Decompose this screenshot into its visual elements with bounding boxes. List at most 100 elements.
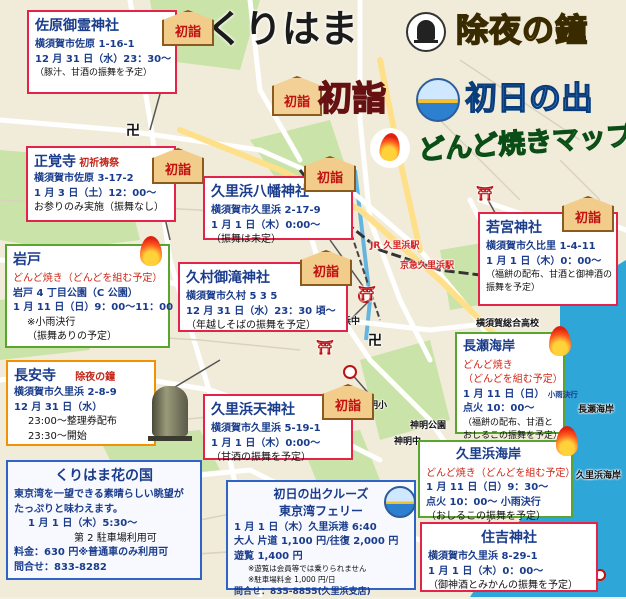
shogakuji-date: 1 月 3 日（土）12：00～ bbox=[34, 187, 157, 199]
shinmei-jhs-label: 神明中 bbox=[394, 437, 422, 447]
hananokuni-fee: 料金：630 円※普通車のみ利用可 bbox=[14, 547, 169, 559]
cruise-date: 1 月 1 日（木）久里浜港 6:40 bbox=[234, 521, 377, 533]
sawara-name: 佐原御霊神社 bbox=[35, 18, 119, 34]
shinmei-park-label: 神明公園 bbox=[410, 421, 447, 431]
kurihama-coast-card[interactable]: 久里浜海岸 どんど焼き（どんどを組む予定） 1 月 11 日（日）9：30～ 点… bbox=[418, 440, 576, 522]
bell-icon bbox=[406, 12, 446, 52]
hananokuni-date: 1 月 1 日（木）5:30～ bbox=[28, 518, 138, 530]
temple-icon: 卍 bbox=[368, 333, 382, 349]
shogakuji-card[interactable]: 正覚寺 初祈祷祭 横須賀市佐原 3-17-2 1 月 3 日（土）12：00～ … bbox=[26, 146, 176, 222]
choanji-date: 12 月 31 日（水） bbox=[14, 401, 103, 413]
iwato-date: 1 月 11 日（日）9：00～11：00 bbox=[13, 302, 174, 314]
jr-station-label: JR 久里浜駅 bbox=[370, 241, 420, 251]
iwato-name: 岩戸 bbox=[13, 252, 41, 268]
cruise-note1: ※遊覧は会員等では乗りられません bbox=[248, 564, 367, 574]
wakamiya-name: 若宮神社 bbox=[486, 220, 542, 236]
kurihama-coast-name: 久里浜海岸 bbox=[456, 447, 522, 462]
shrine-gate-icon: ⛩ bbox=[476, 186, 494, 202]
sunrise-cruise-card[interactable]: 初日の出クルーズ 東京湾フェリー 1 月 1 日（木）久里浜港 6:40 大人 … bbox=[226, 480, 416, 597]
wakamiya-shrine-card[interactable]: 若宮神社 横須賀市久比里 1-4-11 1 月 1 日（木）0：00～ （福餅の… bbox=[478, 212, 618, 306]
fire-icon bbox=[370, 128, 410, 168]
choanji-start: 23:30～開始 bbox=[28, 430, 87, 442]
nagase-rain: 小雨決行 bbox=[547, 389, 578, 399]
title-kurihama: くりはま bbox=[206, 7, 359, 51]
shogakuji-name: 正覚寺 bbox=[34, 154, 76, 170]
choanji-card[interactable]: 長安寺 除夜の鐘 横須賀市久里浜 2-8-9 12 月 31 日（水） 23:0… bbox=[6, 360, 156, 446]
sumiyoshi-address: 横須賀市久里浜 8-29-1 bbox=[428, 551, 538, 563]
cruise-tour: 遊覧 1,400 円 bbox=[234, 550, 303, 562]
wakamiya-note2: 振舞を予定） bbox=[486, 283, 541, 294]
tenjin-name: 久里浜天神社 bbox=[211, 402, 295, 418]
nagase-coast-card[interactable]: 長瀬海岸 どんど焼き （どんどを組む予定） 1 月 11 日（日） 小雨決行 点… bbox=[455, 332, 578, 441]
title-hatsumode: 初詣 bbox=[317, 79, 387, 119]
fire-icon bbox=[556, 426, 578, 456]
kurihama-coast-date: 1 月 11 日（日）9：30～ bbox=[426, 482, 549, 494]
shrine-gate-icon: ⛩ bbox=[358, 286, 376, 302]
nagase-note1: （福餅の配布、甘酒と bbox=[463, 417, 554, 428]
shogakuji-address: 横須賀市佐原 3-17-2 bbox=[34, 173, 134, 185]
hachiman-address: 横須賀市久里浜 2-17-9 bbox=[211, 205, 321, 217]
sawara-note: （豚汁、甘酒の振舞を予定） bbox=[35, 68, 153, 79]
kumura-address: 横須賀市久村 5 3 5 bbox=[186, 291, 278, 303]
hananokuni-card[interactable]: くりはま花の国 東京湾を一望できる素晴らしい眺望が たっぷりと味わえます。 1 … bbox=[6, 460, 202, 580]
kurihama-coast-time: 点火 10：00～ 小雨決行 bbox=[426, 496, 541, 508]
kurihama-coast-desc: どんど焼き（どんどを組む予定） bbox=[426, 467, 576, 479]
cruise-fare: 大人 片道 1,100 円/往復 2,000 円 bbox=[234, 536, 399, 548]
nagase-date: 1 月 11 日（日） bbox=[463, 388, 545, 400]
kumura-date: 12 月 31 日（水）23：30 頃～ bbox=[186, 305, 336, 317]
bell-icon bbox=[148, 382, 192, 444]
sun-icon bbox=[384, 486, 416, 518]
wakamiya-date: 1 月 1 日（木）0：00～ bbox=[486, 255, 602, 267]
iwato-rain: ※小雨決行 bbox=[27, 316, 76, 328]
kumura-otaki-shrine-card[interactable]: 久村御滝神社 横須賀市久村 5 3 5 12 月 31 日（水）23：30 頃～… bbox=[178, 262, 348, 332]
nagase-desc2: （どんどを組む予定） bbox=[463, 374, 563, 386]
sumiyoshi-shrine-card[interactable]: 住吉神社 横須賀市久里浜 8-29-1 1 月 1 日（木）0：00～ （御神酒… bbox=[420, 522, 598, 592]
title-hinode: 初日の出 bbox=[464, 79, 594, 117]
tenjin-date: 1 月 1 日（木）0:00～ bbox=[211, 437, 321, 449]
choanji-address: 横須賀市久里浜 2-8-9 bbox=[14, 387, 117, 399]
kumura-name: 久村御滝神社 bbox=[186, 270, 270, 286]
iwato-desc: どんど焼き（どんどを組む予定） bbox=[13, 273, 163, 285]
tenjin-address: 横須賀市久里浜 5-19-1 bbox=[211, 423, 321, 435]
iwato-place: 岩戸 4 丁目公園（C 公園） bbox=[13, 287, 138, 299]
sawara-address: 横須賀市佐原 1-16-1 bbox=[35, 39, 135, 51]
sawara-goryo-shrine-card[interactable]: 佐原御霊神社 横須賀市佐原 1-16-1 12 月 31 日（水）23：30～ … bbox=[27, 10, 177, 94]
choanji-name: 長安寺 bbox=[14, 368, 56, 384]
title-joya: 除夜の鐘 bbox=[455, 11, 589, 49]
temple-icon: 卍 bbox=[126, 123, 140, 139]
nagase-name: 長瀬海岸 bbox=[463, 339, 516, 354]
keikyu-station-label: 京急久里浜駅 bbox=[400, 261, 455, 271]
sawara-date: 12 月 31 日（水）23：30～ bbox=[35, 53, 172, 65]
shogakuji-subtitle: 初祈祷祭 bbox=[79, 158, 120, 169]
hananokuni-desc2: たっぷりと味わえます。 bbox=[14, 503, 123, 515]
cruise-name2: 東京湾フェリー bbox=[278, 504, 363, 519]
shogakuji-note: お参りのみ実施（振舞なし） bbox=[34, 202, 164, 214]
nagase-note2: おしるこの振舞を予定） bbox=[463, 430, 563, 441]
hatsumode-icon-label: 初詣 bbox=[283, 94, 310, 110]
fire-icon bbox=[549, 326, 571, 356]
nagase-desc1: どんど焼き bbox=[463, 359, 513, 371]
general-hs-label: 横須賀総合高校 bbox=[476, 319, 540, 329]
wakamiya-address: 横須賀市久比里 1-4-11 bbox=[486, 241, 596, 253]
cruise-contact: 問合せ：835-8855(久里浜支店) bbox=[234, 587, 371, 598]
cruise-name1: 初日の出クルーズ bbox=[273, 487, 369, 501]
hachiman-date: 1 月 1 日（木）0:00～ bbox=[211, 219, 321, 231]
kurihama-coast-label: 久里浜海岸 bbox=[576, 471, 622, 481]
choanji-joya-badge: 除夜の鐘 bbox=[75, 372, 116, 383]
hachiman-note: （振舞は未定） bbox=[211, 234, 281, 246]
nagase-coast-label: 長瀬海岸 bbox=[578, 405, 615, 415]
kurihama-coast-note: （おしるこの振舞を予定） bbox=[426, 511, 546, 523]
shrine-gate-icon: ⛩ bbox=[316, 340, 334, 356]
hananokuni-contact: 問合せ：833-8282 bbox=[14, 561, 107, 573]
hananokuni-desc1: 東京湾を一望できる素晴らしい眺望が bbox=[14, 489, 184, 501]
nagase-time: 点火 10：00～ bbox=[463, 403, 535, 415]
hachiman-name: 久里浜八幡神社 bbox=[211, 184, 309, 200]
iwato-note: （振舞ありの予定） bbox=[27, 331, 117, 343]
tenjin-note: （甘酒の振舞を予定） bbox=[211, 452, 311, 464]
sumiyoshi-date: 1 月 1 日（木）0：00～ bbox=[428, 565, 544, 577]
sun-icon bbox=[416, 78, 460, 122]
sumiyoshi-name: 住吉神社 bbox=[481, 530, 537, 546]
choanji-ticket: 23:00～整理券配布 bbox=[28, 416, 117, 428]
hananokuni-parking: 第 2 駐車場利用可 bbox=[74, 532, 157, 544]
fire-icon bbox=[140, 236, 162, 266]
